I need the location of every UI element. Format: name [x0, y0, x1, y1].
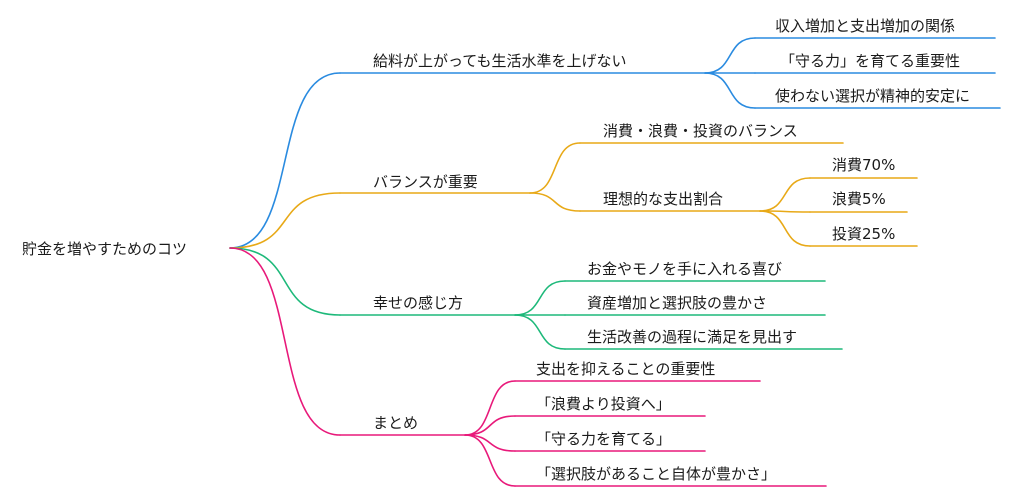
subtopic-mental-stability: 使わない選択が精神的安定に [775, 87, 970, 105]
root-topic: 貯金を増やすためのコツ [22, 240, 187, 258]
connector-summary-reduce [464, 380, 516, 436]
connector-ratio-consumption [759, 177, 811, 212]
connector-ratio-investment [759, 210, 811, 247]
connector-happiness-process [514, 314, 566, 350]
connector-root-summary [229, 247, 341, 436]
connector-summary-choice [464, 434, 516, 487]
subtopic-ideal-ratio: 理想的な支出割合 [603, 190, 723, 208]
leaf-investment-25: 投資25% [832, 225, 895, 243]
connector-summary-protect [464, 434, 516, 452]
subtopic-income-expense-relation: 収入増加と支出増加の関係 [775, 17, 955, 35]
subtopic-joy-of-acquiring: お金やモノを手に入れる喜び [587, 260, 782, 278]
subtopic-asset-growth: 資産増加と選択肢の豊かさ [587, 294, 767, 312]
connector-happiness-joy [514, 280, 566, 316]
connector-root-salary [229, 72, 341, 249]
leaf-consumption-70: 消費70% [832, 156, 895, 174]
subtopic-waste-to-investment: 「浪費より投資へ」 [536, 395, 671, 413]
subtopic-reduce-spending: 支出を抑えることの重要性 [536, 360, 715, 378]
branch-balance: バランスが重要 消費・浪費・投資のバランス 理想的な支出割合 消費70% 浪費5… [229, 122, 918, 249]
connector-summary-invest [464, 415, 516, 436]
branch-summary: まとめ 支出を抑えることの重要性 「浪費より投資へ」 「守る力を育てる」 「選択… [229, 247, 827, 487]
topic-balance: バランスが重要 [373, 173, 478, 191]
connector-balance-types [529, 142, 581, 194]
connector-root-happiness [229, 247, 341, 316]
topic-summary: まとめ [373, 414, 418, 432]
leaf-waste-5: 浪費5% [832, 190, 886, 208]
connector-salary-relation [704, 37, 756, 74]
subtopic-protect-power: 「守る力」を育てる重要性 [780, 52, 960, 70]
connector-balance-ratio [529, 192, 581, 212]
branch-salary: 給料が上がっても生活水準を上げない 収入増加と支出増加の関係 「守る力」を育てる… [229, 17, 1001, 249]
subtopic-choice-is-wealth: 「選択肢があること自体が豊かさ」 [536, 465, 776, 483]
subtopic-consumption-waste-investment: 消費・浪費・投資のバランス [603, 122, 798, 140]
branch-happiness: 幸せの感じ方 お金やモノを手に入れる喜び 資産増加と選択肢の豊かさ 生活改善の過… [229, 247, 843, 350]
subtopic-satisfaction-in-process: 生活改善の過程に満足を見出す [587, 328, 797, 346]
connector-salary-stability [704, 72, 756, 109]
connector-root-balance [229, 192, 341, 249]
topic-happiness: 幸せの感じ方 [373, 294, 463, 312]
topic-salary: 給料が上がっても生活水準を上げない [373, 52, 627, 70]
subtopic-grow-protect-power: 「守る力を育てる」 [536, 430, 671, 448]
